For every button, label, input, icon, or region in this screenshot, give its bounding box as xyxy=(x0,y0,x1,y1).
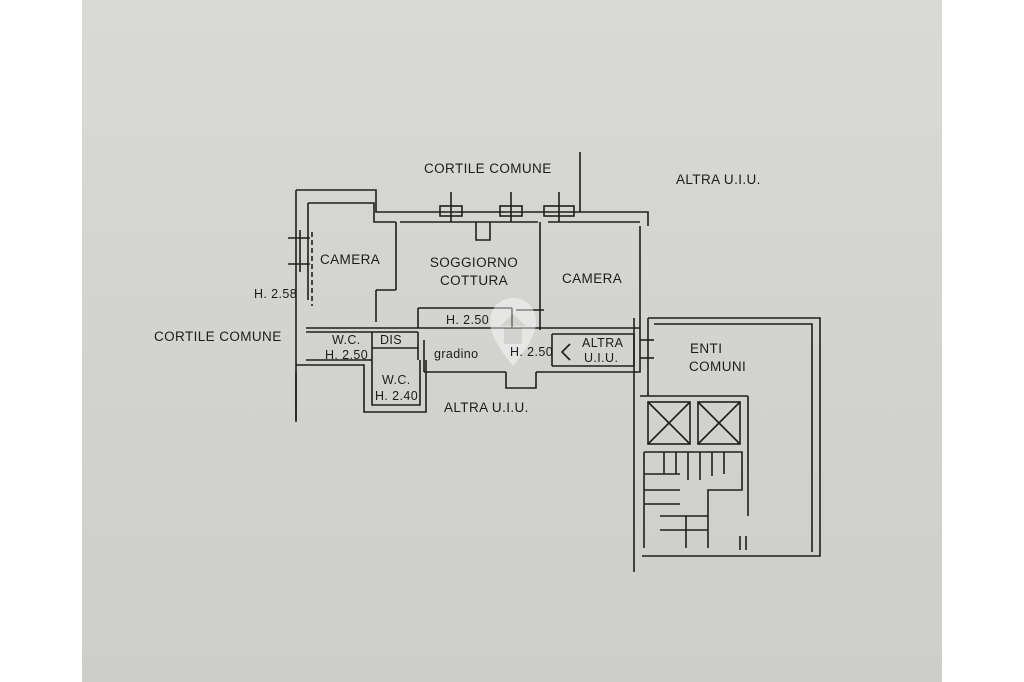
gradino-label: gradino xyxy=(434,347,479,361)
camera-right-label: CAMERA xyxy=(562,271,623,286)
wc1-label: W.C. xyxy=(332,333,361,347)
altra-label: ALTRA xyxy=(582,336,624,350)
windows xyxy=(288,192,654,361)
watermark-logo xyxy=(490,298,536,366)
dis-label: DIS xyxy=(380,333,403,347)
height-250-center-label: H. 2.50 xyxy=(446,313,490,327)
height-250-right-label: H. 2.50 xyxy=(510,345,554,359)
height-258-label: H. 2.58 xyxy=(254,287,298,301)
altra-uiu-bottom-label: ALTRA U.I.U. xyxy=(444,400,529,415)
comuni-label: COMUNI xyxy=(689,359,747,374)
cortile-comune-left-label: CORTILE COMUNE xyxy=(154,329,282,344)
wc2-height-label: H. 2.40 xyxy=(375,389,419,403)
cortile-comune-top-label: CORTILE COMUNE xyxy=(424,161,552,176)
outer-walls xyxy=(295,189,649,420)
soggiorno-label: SOGGIORNO xyxy=(429,255,519,270)
cottura-label: COTTURA xyxy=(439,273,509,288)
interior-walls xyxy=(306,221,640,372)
enti-label: ENTI xyxy=(690,341,723,356)
wc1-height-label: H. 2.50 xyxy=(325,348,369,362)
uiu-label: U.I.U. xyxy=(584,351,619,365)
altra-uiu-top-label: ALTRA U.I.U. xyxy=(676,172,761,187)
paper-sheet xyxy=(82,0,942,682)
enti-comuni-block xyxy=(633,317,821,572)
camera-left-label: CAMERA xyxy=(320,252,381,267)
wc2-label: W.C. xyxy=(382,373,411,387)
